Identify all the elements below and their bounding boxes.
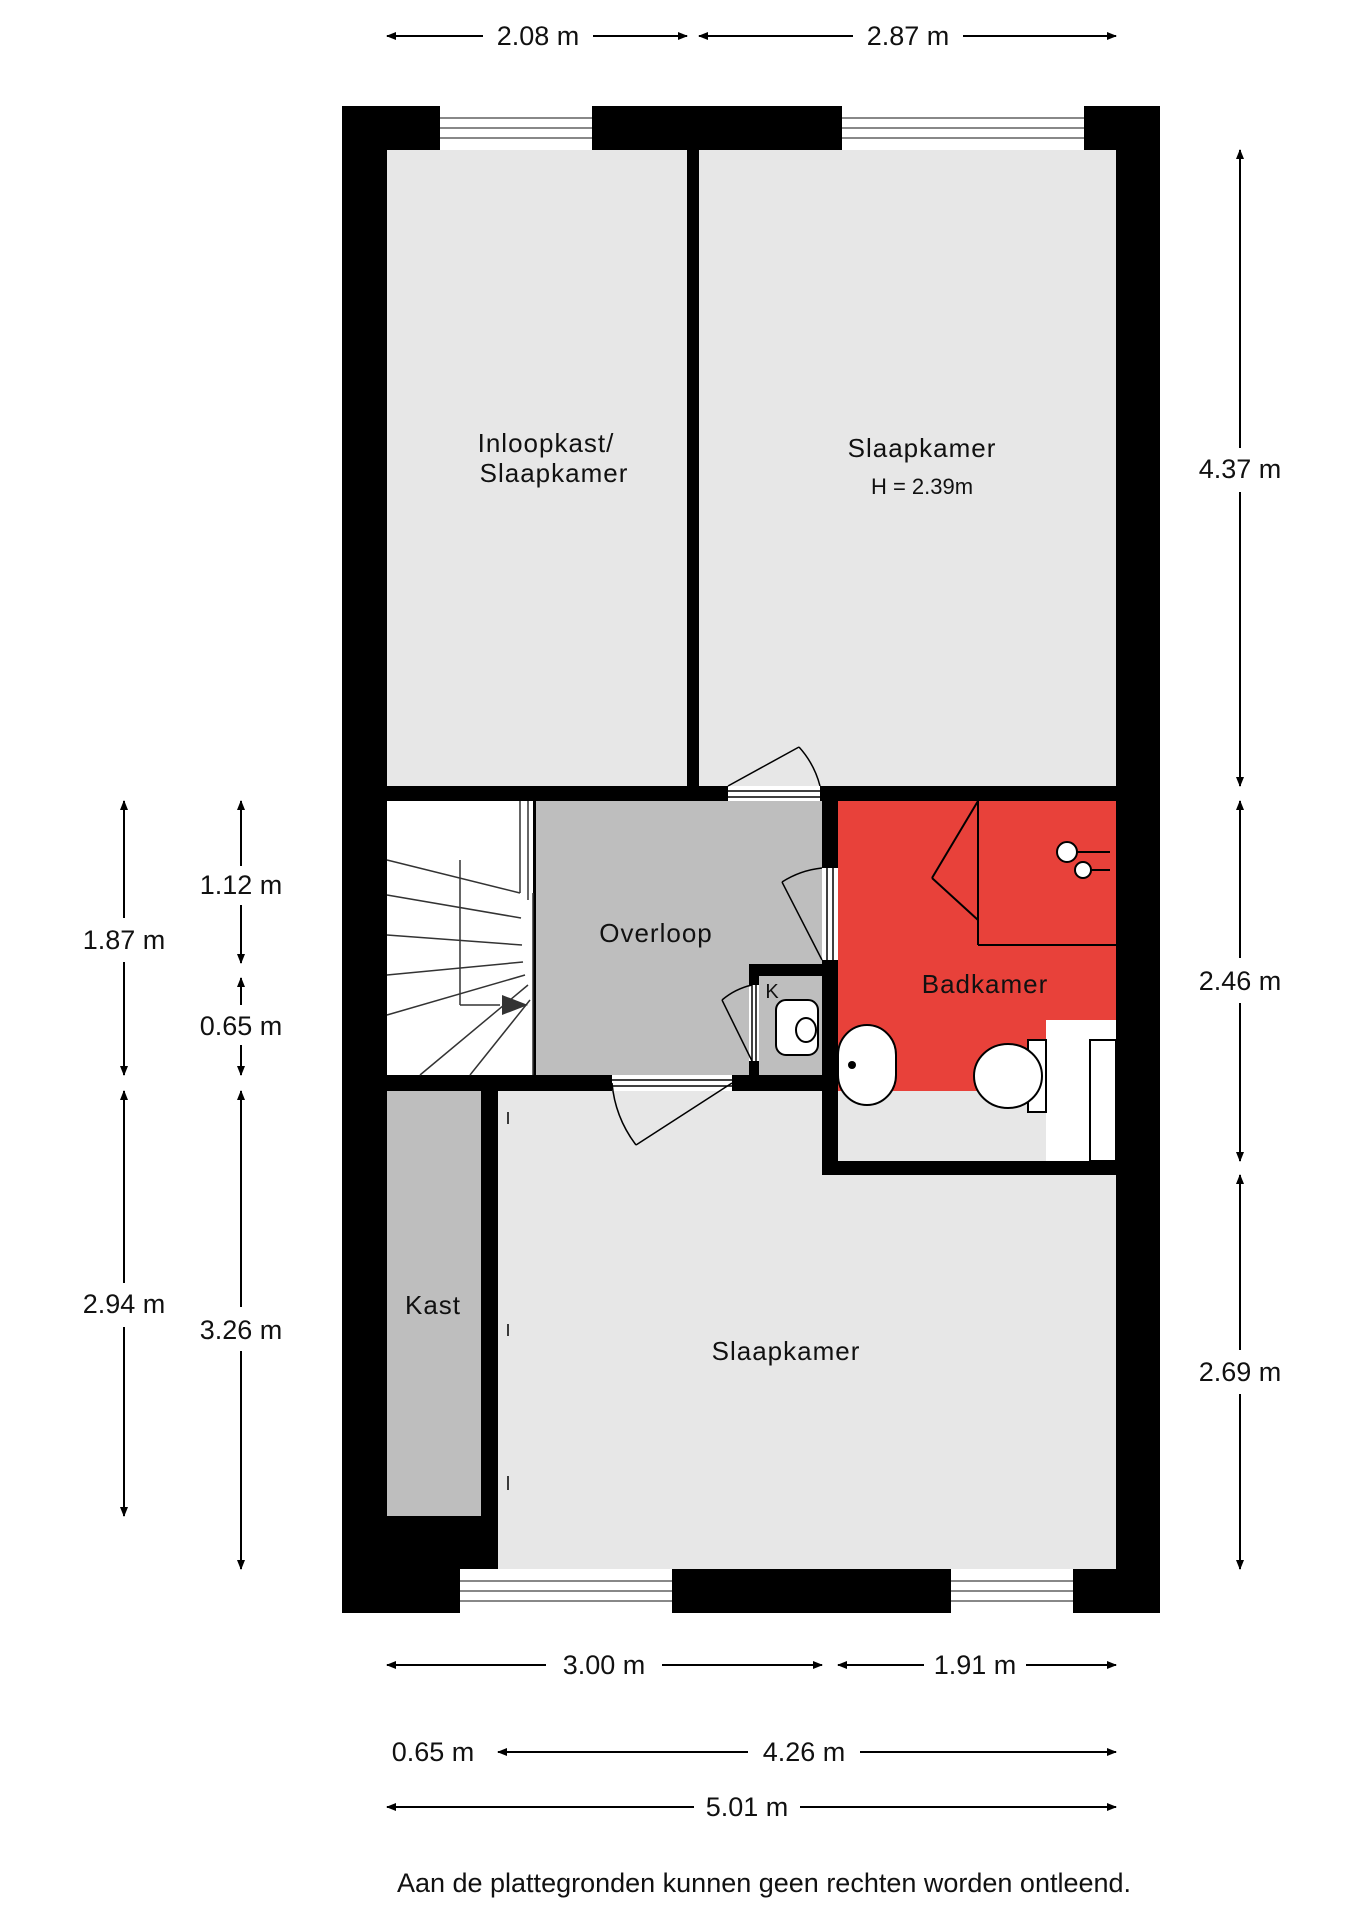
dim-left-inner-top: 1.12 m: [200, 870, 283, 900]
wall-closet-bottom: [387, 1516, 495, 1530]
wall-bathroom-bottom: [822, 1161, 1116, 1175]
window-top-left: [440, 106, 592, 150]
window-bottom-right: [951, 1569, 1073, 1613]
dim-left-outer-top: 1.87 m: [83, 925, 166, 955]
door-meter-cupboard: [721, 984, 759, 1062]
label-closet: Kast: [405, 1290, 461, 1320]
dim-total: 5.01 m: [706, 1792, 789, 1822]
label-landing: Overloop: [599, 918, 713, 948]
label-bedroom-top-height: H = 2.39m: [871, 474, 973, 499]
shower-cabin: [931, 800, 1116, 946]
dim-top-left: 2.08 m: [497, 21, 580, 51]
closet-sliding-doors: [482, 1091, 496, 1516]
dim-left-outer-bottom: 2.94 m: [83, 1289, 166, 1319]
dim-bottom2-right: 4.26 m: [763, 1737, 846, 1767]
toilet-meter-cupboard: [775, 999, 819, 1056]
dim-bottom2-left: 0.65 m: [392, 1737, 475, 1767]
door-bedroom-bottom: [611, 1075, 733, 1146]
room-closet: [387, 1091, 481, 1516]
room-bedroom-bottom-right: [838, 1175, 1116, 1569]
window-bottom-left: [460, 1569, 672, 1613]
wall-meter-top: [749, 964, 824, 976]
dim-bottom-right: 1.91 m: [934, 1650, 1017, 1680]
label-walkin-line1: Inloopkast/: [478, 428, 615, 458]
label-meter-cupboard: K: [765, 981, 779, 1003]
wall-bathroom-left: [822, 801, 838, 1175]
room-walkin-closet: [387, 150, 687, 786]
dim-left-inner-mid: 0.65 m: [200, 1011, 283, 1041]
dim-right-bottom: 2.69 m: [1199, 1357, 1282, 1387]
disclaimer: Aan de plattegronden kunnen geen rechten…: [397, 1868, 1131, 1898]
room-bedroom-top: [699, 150, 1116, 786]
dim-bottom-left: 3.00 m: [563, 1650, 646, 1680]
dim-right-mid: 2.46 m: [1199, 966, 1282, 996]
label-bedroom-top: Slaapkamer: [848, 433, 997, 463]
label-walkin-line2: Slaapkamer: [480, 458, 629, 488]
dim-right-top: 4.37 m: [1199, 454, 1282, 484]
door-bedroom-top: [727, 746, 821, 801]
label-bedroom-bottom: Slaapkamer: [712, 1336, 861, 1366]
window-top-right: [842, 106, 1084, 150]
label-bathroom: Badkamer: [922, 969, 1049, 999]
washbasin: [837, 1024, 897, 1106]
toilet-bathroom: [973, 1020, 1117, 1162]
dimension-lines: [120, 32, 1244, 1811]
dim-top-right: 2.87 m: [867, 21, 950, 51]
dim-left-inner-bottom: 3.26 m: [200, 1315, 283, 1345]
door-bathroom: [781, 867, 838, 961]
staircase: [386, 801, 534, 1076]
